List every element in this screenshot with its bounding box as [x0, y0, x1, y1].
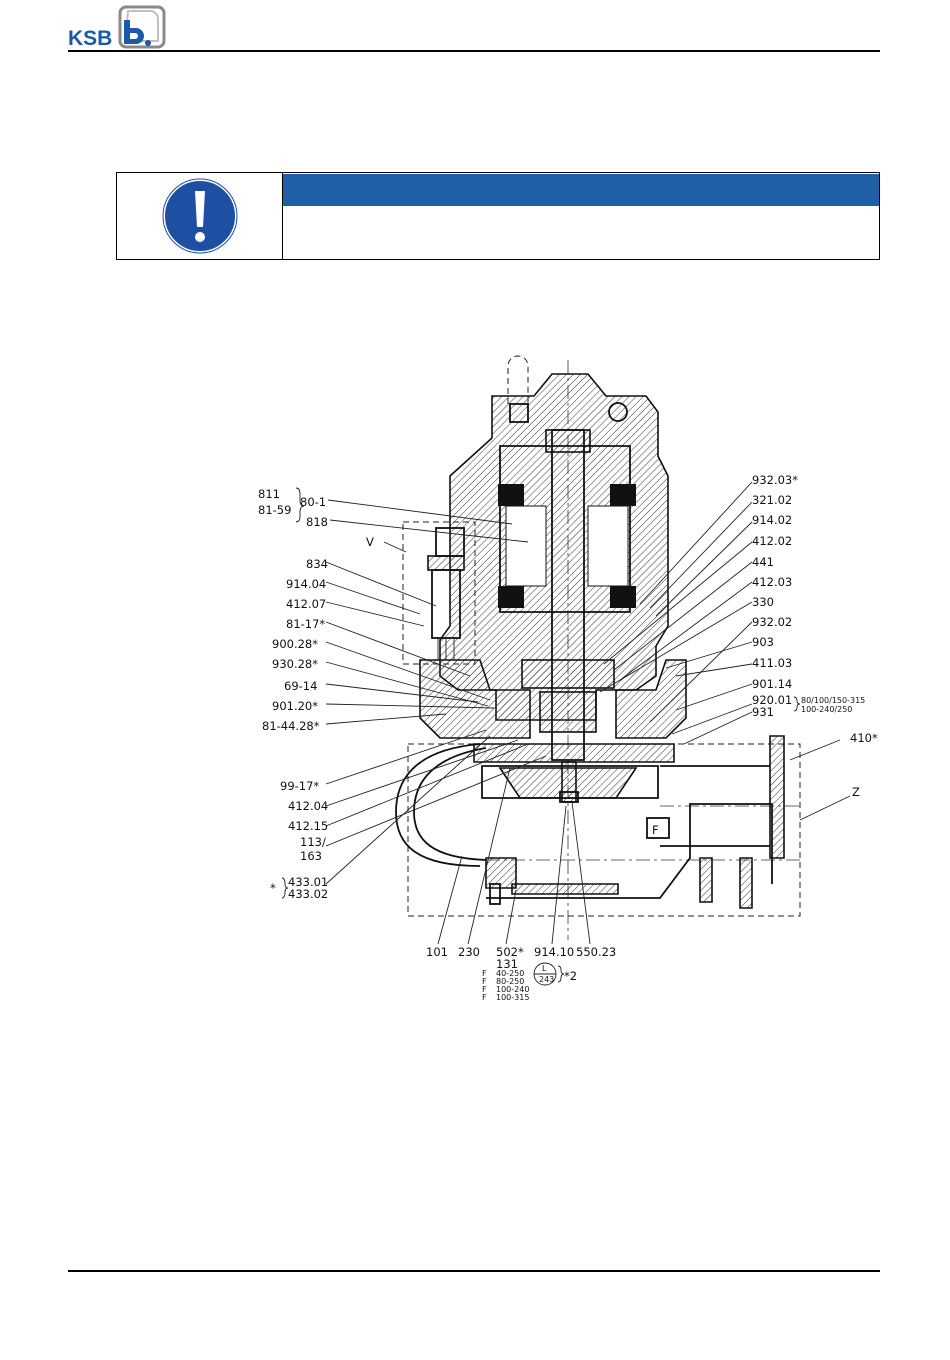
- small-f-1: F: [482, 969, 487, 978]
- notice-icon-cell: [117, 173, 283, 259]
- label-920-01: 920.01: [752, 693, 792, 707]
- right-labels: 932.03* 321.02 914.02 412.02 441 412.03 …: [752, 473, 878, 799]
- label-433-01: 433.01: [288, 875, 328, 889]
- label-163: 163: [300, 849, 322, 863]
- label-914-04: 914.04: [286, 577, 326, 591]
- leader-lines: [325, 481, 851, 945]
- label-914-02: 914.02: [752, 513, 792, 527]
- f-box: [646, 817, 670, 839]
- stator-winding-left: [498, 484, 547, 608]
- label-550-23: 550.23: [576, 945, 616, 959]
- label-931: 931: [752, 705, 774, 719]
- label-330: 330: [752, 595, 774, 609]
- cable-eyelet: [509, 403, 529, 423]
- label-v: V: [366, 535, 374, 549]
- label-932-02: 932.02: [752, 615, 792, 629]
- impeller-top: [481, 765, 659, 799]
- upper-bearing: [545, 429, 591, 453]
- label-932-03: 932.03*: [752, 473, 798, 487]
- exclamation-icon: [162, 178, 238, 254]
- cable-wires: [437, 638, 455, 660]
- label-80-1: 80-1: [300, 495, 326, 509]
- label-410: 410*: [850, 731, 878, 745]
- label-903: 903: [752, 635, 774, 649]
- volute-casing-left-outer: [395, 743, 481, 867]
- ksb-logo: KSB: [68, 5, 168, 50]
- label-321-02: 321.02: [752, 493, 792, 507]
- discharge-flange: [769, 735, 785, 859]
- volute-casing-left: [413, 747, 487, 861]
- header-rule: [68, 50, 880, 52]
- intermediate-casing-left: [419, 659, 531, 739]
- discharge-nozzle: [660, 765, 770, 847]
- mechanical-seal: [539, 691, 597, 733]
- label-101: 101: [426, 945, 448, 959]
- label-502: 502*: [496, 945, 524, 959]
- label-81-44-28: 81-44.28*: [262, 719, 320, 733]
- label-811: 811: [258, 487, 280, 501]
- label-81-17: 81-17*: [286, 617, 325, 631]
- small-100-240: 100-240: [496, 985, 529, 994]
- star-reference: *2: [564, 969, 577, 983]
- label-900-28: 900.28*: [272, 637, 318, 651]
- label-433-02: 433.02: [288, 887, 328, 901]
- left-labels: 811 81-59 80-1 818 V 834 914.04 412.07 8…: [258, 487, 374, 901]
- small-f-2: F: [482, 977, 487, 986]
- label-range-1: 80/100/150-315: [801, 696, 865, 705]
- small-100-315: 100-315: [496, 993, 529, 1002]
- f-box-label: F: [652, 823, 659, 837]
- casing-bolt: [489, 883, 501, 905]
- label-range-2: 100-240/250: [801, 705, 852, 714]
- lifting-lug: [507, 355, 529, 404]
- label-412-03: 412.03: [752, 575, 792, 589]
- circle-bottom-label: 243: [539, 975, 554, 984]
- label-z: Z: [852, 785, 860, 799]
- label-914-10: 914.10: [534, 945, 574, 959]
- small-40-250: 40-250: [496, 969, 524, 978]
- intermediate-casing-right: [615, 659, 687, 739]
- casing-wear-ring: [511, 883, 619, 895]
- small-f-3: F: [482, 985, 487, 994]
- label-230: 230: [458, 945, 480, 959]
- ring-bolt: [608, 402, 628, 422]
- circle-top-label: L: [542, 964, 547, 973]
- label-131: 131: [496, 957, 518, 971]
- label-113: 113/: [300, 835, 326, 849]
- footer-rule: [68, 1270, 880, 1272]
- cable-gland-nut: [427, 555, 465, 571]
- stator-winding-right: [587, 484, 636, 608]
- label-star: *: [270, 881, 276, 895]
- impeller-washer: [559, 791, 579, 803]
- small-80-250: 80-250: [496, 977, 524, 986]
- lower-bearing: [521, 659, 615, 689]
- label-412-07: 412.07: [286, 597, 326, 611]
- label-834: 834: [306, 557, 328, 571]
- label-901-14: 901.14: [752, 677, 792, 691]
- bottom-labels: 101 230 502* 131 914.10 550.23 F 40-250 …: [426, 945, 616, 1002]
- logo-text: KSB: [68, 27, 112, 49]
- label-99-17: 99-17*: [280, 779, 319, 793]
- label-411-03: 411.03: [752, 656, 792, 670]
- small-f-4: F: [482, 993, 487, 1002]
- label-69-14: 69-14: [284, 679, 317, 693]
- label-901-20: 901.20*: [272, 699, 318, 713]
- casing-cover: [473, 743, 675, 763]
- notice-box: [116, 172, 880, 260]
- label-818: 818: [306, 515, 328, 529]
- label-412-15: 412.15: [288, 819, 328, 833]
- label-441: 441: [752, 555, 774, 569]
- label-930-28: 930.28*: [272, 657, 318, 671]
- impeller-screw: [561, 761, 577, 803]
- label-412-04: 412.04: [288, 799, 328, 813]
- casing-feet: [699, 857, 753, 909]
- notice-heading-bar: [283, 174, 879, 206]
- label-81-59: 81-59: [258, 503, 291, 517]
- label-412-02: 412.02: [752, 534, 792, 548]
